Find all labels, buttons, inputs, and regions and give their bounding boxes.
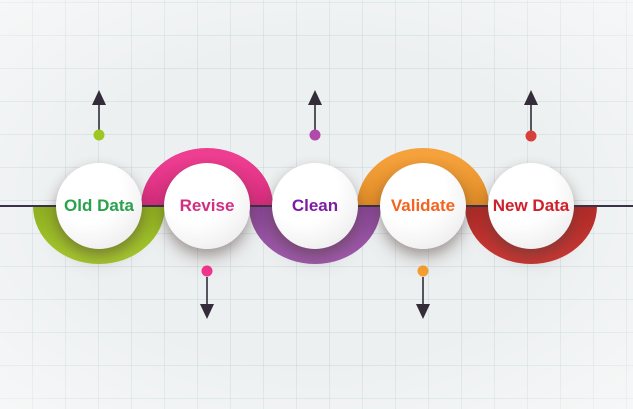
step-circle-revise: Revise bbox=[164, 163, 250, 249]
marker-dot-new-data bbox=[525, 130, 537, 142]
step-circle-clean: Clean bbox=[272, 163, 358, 249]
step-label-validate: Validate bbox=[390, 196, 456, 215]
step-label-revise: Revise bbox=[179, 196, 235, 215]
step-circle-old-data: Old Data bbox=[56, 163, 142, 249]
marker-down-revise bbox=[200, 265, 214, 319]
band-arc-old-data bbox=[33, 206, 165, 264]
marker-dot-validate bbox=[417, 265, 429, 277]
band-arc-revise bbox=[141, 148, 273, 206]
marker-down-validate bbox=[416, 265, 430, 319]
arrow-down-icon bbox=[200, 304, 214, 319]
marker-up-clean bbox=[308, 90, 322, 141]
step-label-old-data: Old Data bbox=[64, 196, 134, 215]
band-arc-validate bbox=[357, 148, 489, 206]
arrow-up-icon bbox=[92, 90, 106, 105]
band-arc-new-data bbox=[465, 206, 597, 264]
arrow-down-icon bbox=[416, 304, 430, 319]
marker-up-old-data bbox=[92, 90, 106, 141]
arrow-up-icon bbox=[308, 90, 322, 105]
arrow-up-icon bbox=[524, 90, 538, 105]
step-label-clean: Clean bbox=[291, 196, 339, 215]
marker-dot-revise bbox=[201, 265, 213, 277]
marker-dot-old-data bbox=[93, 129, 105, 141]
step-circle-new-data: New Data bbox=[488, 163, 574, 249]
marker-dot-clean bbox=[309, 129, 321, 141]
marker-up-new-data bbox=[524, 90, 538, 142]
wave-bands bbox=[33, 148, 597, 264]
band-arc-clean bbox=[249, 206, 381, 264]
step-circle-validate: Validate bbox=[380, 163, 466, 249]
step-label-new-data: New Data bbox=[492, 196, 570, 215]
